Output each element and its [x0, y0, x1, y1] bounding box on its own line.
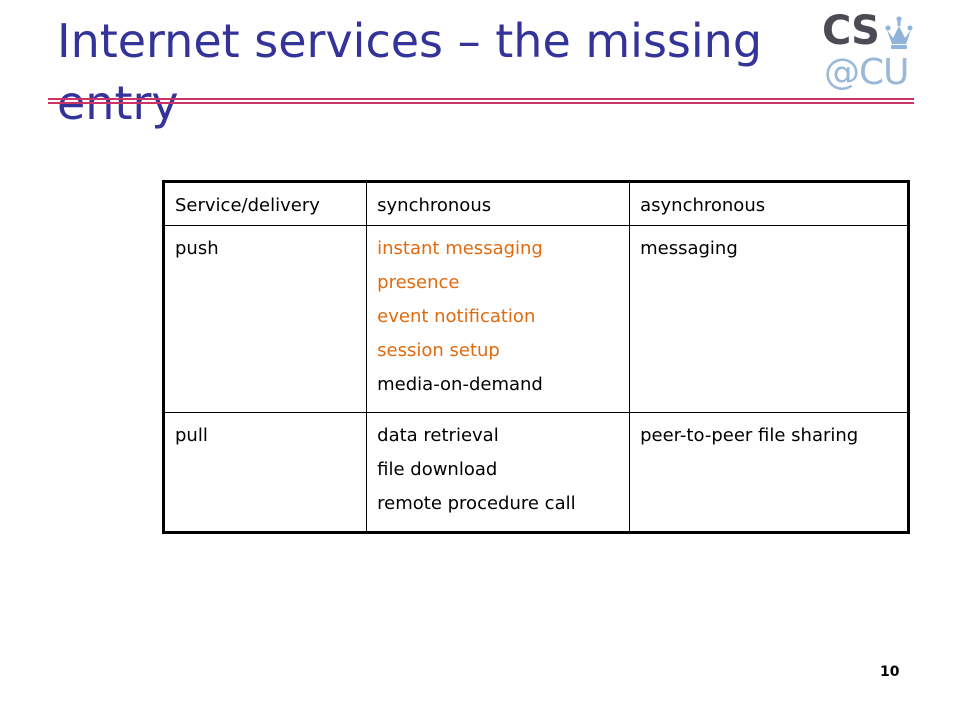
push-synchronous-cell: instant messaging presence event notific…	[366, 225, 631, 413]
table-row-push: push instant messaging presence event no…	[162, 225, 909, 413]
table-header-row: Service/delivery synchronous asynchronou…	[162, 181, 909, 226]
entry-data-retrieval: data retrieval	[377, 425, 499, 446]
cs-at-cu-logo: CS @CU	[822, 8, 914, 94]
entry-media-on-demand: media-on-demand	[377, 374, 543, 395]
logo-atcu-text: @CU	[824, 52, 909, 93]
table-row-pull: pull data retrieval file download remote…	[162, 412, 909, 533]
entry-presence: presence	[377, 272, 460, 293]
entry-peer-to-peer-file-sharing: peer-to-peer file sharing	[640, 425, 859, 446]
header-synchronous: synchronous	[366, 181, 631, 226]
push-asynchronous-cell: messaging	[629, 225, 909, 413]
header-asynchronous: asynchronous	[629, 181, 909, 226]
title-underline-top	[48, 98, 914, 100]
slide-title: Internet services – the missing entry	[57, 14, 763, 130]
pull-asynchronous-cell: peer-to-peer file sharing	[629, 412, 909, 533]
logo-cs-text: CS	[822, 8, 880, 54]
row-label-pull: pull	[162, 412, 368, 533]
title-underline-bottom	[48, 102, 914, 104]
services-table: Service/delivery synchronous asynchronou…	[162, 180, 910, 534]
entry-file-download: file download	[377, 459, 498, 480]
entry-messaging: messaging	[640, 238, 738, 259]
entry-event-notification: event notification	[377, 306, 536, 327]
title-underline	[48, 98, 914, 104]
pull-synchronous-cell: data retrieval file download remote proc…	[366, 412, 631, 533]
header-service-delivery: Service/delivery	[162, 181, 368, 226]
crown-icon	[885, 16, 913, 49]
entry-remote-procedure-call: remote procedure call	[377, 493, 576, 514]
entry-instant-messaging: instant messaging	[377, 238, 543, 259]
entry-session-setup: session setup	[377, 340, 500, 361]
row-label-push: push	[162, 225, 368, 413]
page-number: 10	[880, 664, 900, 680]
